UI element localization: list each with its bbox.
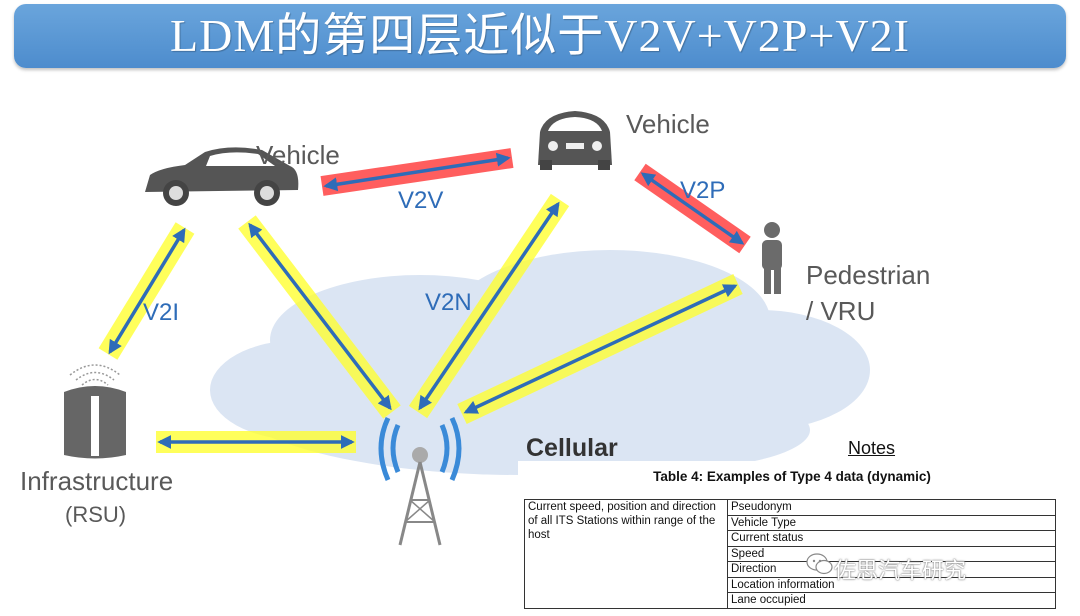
v2p-label: V2P	[680, 177, 726, 204]
table-row: Current speed, position and direction of…	[524, 499, 1056, 609]
table-left-cell: Current speed, position and direction of…	[524, 499, 728, 609]
cell-tower-icon	[378, 416, 462, 546]
arrow-v2p	[640, 172, 745, 245]
wechat-icon	[806, 553, 833, 575]
arrow-v2n-left-vehicle	[248, 222, 392, 411]
v2v-label: V2V	[398, 187, 444, 214]
pedestrian-icon	[762, 222, 782, 294]
arrow-v2n-pedestrian	[463, 284, 738, 414]
rsu-label: (RSU)	[65, 502, 127, 527]
table-cell: Current status	[727, 530, 1056, 547]
table-cell: Pseudonym	[727, 499, 1056, 516]
slide-title: LDM的第四层近似于V2V+V2P+V2I	[170, 10, 910, 61]
arrow-v2i	[108, 227, 186, 355]
car-side-icon	[145, 147, 299, 206]
table-row: Lane occupied	[525, 592, 1056, 609]
pedestrian-label: Pedestrian	[806, 260, 931, 290]
title-bar: LDM的第四层近似于V2V+V2P+V2I	[14, 4, 1066, 68]
arrow-v2v	[323, 152, 511, 192]
vru-label: / VRU	[806, 296, 876, 326]
notes-label: Notes	[848, 438, 896, 458]
type4-data-table: Current speed, position and direction of…	[524, 499, 1056, 609]
table-cell: Vehicle Type	[727, 514, 1056, 531]
v2n-label: V2N	[425, 289, 472, 316]
type4-table-panel: Table 4: Examples of Type 4 data (dynami…	[518, 461, 1066, 611]
cellular-label: Cellular	[526, 434, 618, 462]
vehicle-right-label: Vehicle	[626, 109, 710, 139]
car-front-icon	[538, 111, 612, 170]
rsu-icon	[64, 364, 126, 459]
table-cell: Lane occupied	[727, 592, 1056, 609]
watermark-text: 佐思汽车研究	[834, 558, 967, 583]
infrastructure-label: Infrastructure	[20, 466, 174, 496]
v2i-label: V2I	[143, 299, 180, 326]
vehicle-left-label: Vehicle	[256, 140, 340, 170]
table-caption: Table 4: Examples of Type 4 data (dynami…	[653, 469, 931, 484]
arrows	[108, 152, 745, 449]
